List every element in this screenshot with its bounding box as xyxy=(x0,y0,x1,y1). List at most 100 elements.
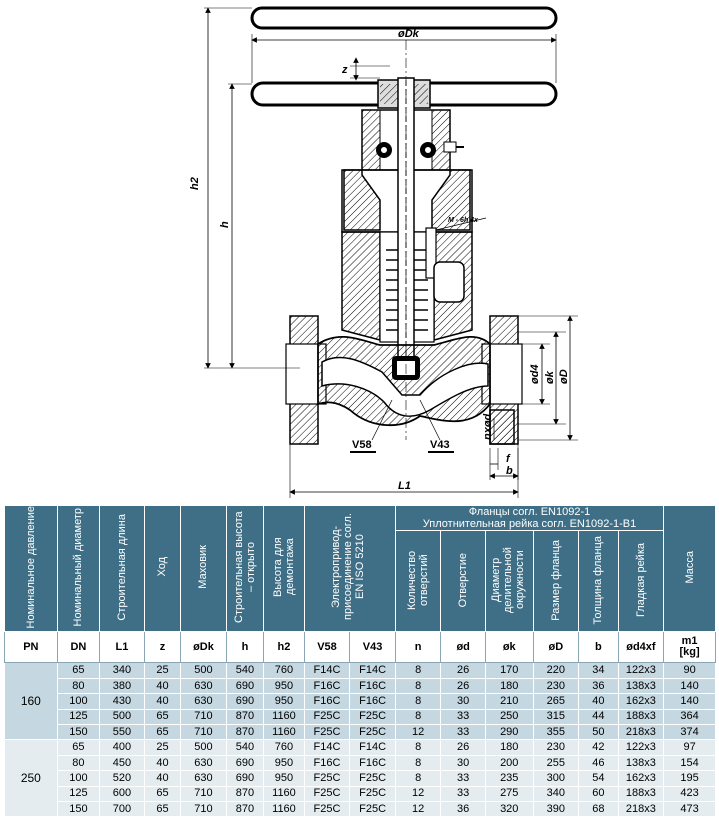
label-v43: V43 xyxy=(430,439,450,451)
table-cell: 340 xyxy=(99,662,145,679)
table-cell: 33 xyxy=(440,770,486,787)
table-cell: 218x3 xyxy=(617,800,665,818)
header-flange-group: Фланцы согл. EN1092-1 Уплотнительная рей… xyxy=(394,504,665,532)
label-z: z xyxy=(341,64,348,76)
table-cell: F25C xyxy=(303,708,351,726)
table-cell: 230 xyxy=(532,677,580,695)
table-cell: 138x3 xyxy=(617,677,665,695)
table-cell: 255 xyxy=(532,754,580,772)
table-cell: 870 xyxy=(225,785,265,803)
table-cell: 8 xyxy=(394,739,442,756)
table-cell: 40 xyxy=(143,677,182,695)
spec-table: Номинальное давление Номинальный диаметр… xyxy=(4,504,716,818)
table-cell: 40 xyxy=(143,754,182,772)
table-cell: 423 xyxy=(663,785,716,803)
table-cell: 100 xyxy=(56,770,101,787)
symbol-v58: V58 xyxy=(303,631,351,664)
table-cell: 400 xyxy=(99,739,145,756)
table-cell: F16C xyxy=(303,754,351,772)
table-cell: 97 xyxy=(663,739,716,756)
dimension-l1: L1 xyxy=(289,444,519,498)
table-cell: 390 xyxy=(532,800,580,818)
table-cell: 180 xyxy=(484,739,534,756)
table-cell: 8 xyxy=(394,662,442,679)
header-b: Толщина фланца xyxy=(578,530,619,633)
table-cell: 80 xyxy=(56,677,101,695)
table-cell: 8 xyxy=(394,708,442,726)
table-cell: 760 xyxy=(263,739,305,756)
table-cell: 100 xyxy=(56,693,101,710)
symbol-D: øD xyxy=(532,631,580,664)
table-cell: 500 xyxy=(99,708,145,726)
table-cell: 125 xyxy=(56,785,101,803)
table-cell: 275 xyxy=(484,785,534,803)
table-cell: 200 xyxy=(484,754,534,772)
table-cell: 40 xyxy=(143,693,182,710)
table-cell: 340 xyxy=(532,785,580,803)
table-cell: F14C xyxy=(303,662,351,679)
table-cell: 8 xyxy=(394,693,442,710)
symbol-pn: PN xyxy=(4,631,58,664)
table-cell: 380 xyxy=(99,677,145,695)
table-cell: F16C xyxy=(303,693,351,710)
label-k: øk xyxy=(544,370,556,384)
table-cell: 690 xyxy=(225,693,265,710)
table-cell: 760 xyxy=(263,662,305,679)
symbol-d: ød xyxy=(440,631,486,664)
table-cell: F25C xyxy=(303,724,351,741)
symbol-h: h xyxy=(225,631,265,664)
header-dn: Номинальный диаметр xyxy=(56,504,101,633)
symbol-dn: DN xyxy=(56,631,101,664)
label-nxd: nxød xyxy=(482,413,494,440)
header-l1: Строительная длина xyxy=(99,504,145,633)
table-cell: 710 xyxy=(180,785,227,803)
table-cell: 170 xyxy=(484,662,534,679)
table-cell: 950 xyxy=(263,693,305,710)
table-cell: 265 xyxy=(532,693,580,710)
table-cell: F14C xyxy=(349,662,396,679)
table-cell: 630 xyxy=(180,677,227,695)
table-cell: 138x3 xyxy=(617,754,665,772)
table-cell: 290 xyxy=(484,724,534,741)
table-cell: 870 xyxy=(225,800,265,818)
table-cell: 162x3 xyxy=(617,770,665,787)
table-cell: 950 xyxy=(263,770,305,787)
dimension-fb: f b xyxy=(489,448,519,480)
table-cell: 80 xyxy=(56,754,101,772)
table-cell: 150 xyxy=(56,724,101,741)
label-D: øD xyxy=(558,369,570,384)
table-cell: 54 xyxy=(578,770,619,787)
table-cell: 355 xyxy=(532,724,580,741)
table-cell: 125 xyxy=(56,708,101,726)
symbol-k: øk xyxy=(484,631,534,664)
valve-drawing: øDk z h2 h M - 6h 4x ød4 øk øD n xyxy=(189,6,578,498)
table-cell: 520 xyxy=(99,770,145,787)
label-bolt: M - 6h 4x xyxy=(448,217,479,224)
flange-group-line-2: Уплотнительная рейка согл. EN1092-1-B1 xyxy=(422,518,637,531)
header-h: Строительная высота – открыто xyxy=(225,504,265,633)
table-cell: 550 xyxy=(99,724,145,741)
table-cell: 630 xyxy=(180,693,227,710)
table-cell: F25C xyxy=(303,770,351,787)
table-cell: 12 xyxy=(394,785,442,803)
table-cell: 30 xyxy=(440,754,486,772)
table-cell: 122x3 xyxy=(617,739,665,756)
table-cell: 430 xyxy=(99,693,145,710)
table-cell: 26 xyxy=(440,739,486,756)
table-cell: 26 xyxy=(440,662,486,679)
table-cell: 364 xyxy=(663,708,716,726)
table-cell: F25C xyxy=(349,724,396,741)
pn-cell: 250 xyxy=(4,739,58,818)
dimension-h2: h2 xyxy=(189,7,300,369)
label-h: h xyxy=(219,221,231,228)
label-l1: L1 xyxy=(398,480,411,492)
label-h2: h2 xyxy=(189,177,201,190)
table-cell: 540 xyxy=(225,739,265,756)
valve-body xyxy=(285,315,523,445)
table-cell: F25C xyxy=(349,785,396,803)
table-cell: 690 xyxy=(225,770,265,787)
table-cell: F25C xyxy=(349,800,396,818)
